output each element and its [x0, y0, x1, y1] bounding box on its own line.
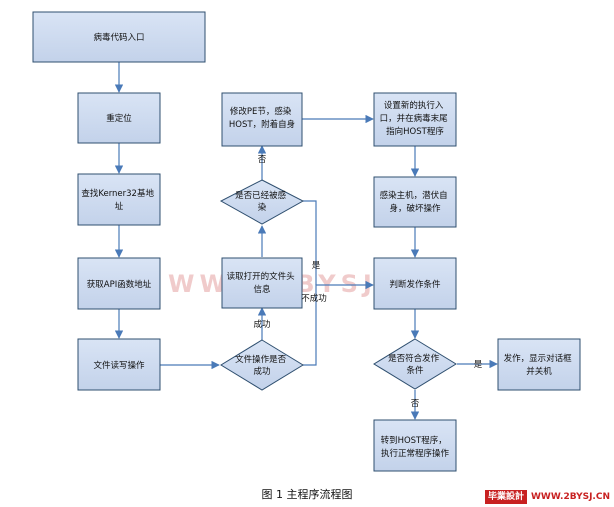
- node-meets-condition: [373, 338, 457, 390]
- node-judge-condition: [373, 257, 457, 310]
- edge-label-success: 成功: [253, 319, 270, 330]
- label-file-op-success: 文件操作是否 成功: [235, 354, 289, 377]
- label-judge-condition: 判断发作条件: [389, 279, 441, 290]
- watermark-logo: 毕業設計: [484, 490, 527, 504]
- node-find-kernel: [77, 173, 161, 226]
- label-virus-entry: 病毒代码入口: [93, 32, 144, 43]
- edge-label-no-check: 否: [258, 155, 267, 165]
- edge-label-not-success: 不成功: [301, 293, 327, 304]
- watermark-url: WWW.2BYSJ.CN: [530, 492, 610, 502]
- label-trigger: 发作，显示对话框 并关机: [504, 353, 575, 377]
- edge-check-yes: [303, 200, 317, 285]
- node-set-entry: [373, 92, 457, 147]
- edge-label-yes-check: 是: [312, 261, 321, 271]
- watermark-corner: 毕業設計 WWW.2BYSJ.CN: [484, 490, 610, 504]
- node-get-api: [77, 257, 161, 310]
- label-meets-condition: 是否符合发作 条件: [388, 353, 442, 376]
- edge-label-no-goto: 否: [411, 399, 420, 409]
- label-set-entry: 设置新的执行入 口，并在病毒末尾 指向HOST程序: [380, 100, 451, 137]
- node-modify-pe: [221, 92, 303, 147]
- node-virus-entry: [32, 11, 206, 63]
- node-file-rw: [77, 338, 161, 391]
- label-get-api: 获取API函数地址: [87, 279, 152, 290]
- label-goto-host: 转到HOST程序， 执行正常程序操作: [381, 435, 450, 459]
- label-modify-pe: 修改PE节，感染 HOST，附着自身: [229, 106, 295, 130]
- node-read-header: [221, 257, 303, 309]
- node-file-op-success: [220, 339, 304, 391]
- label-infect-host: 感染主机，潜伏自 身，破坏操作: [380, 190, 451, 214]
- edge-label-yes-trigger: 是: [474, 360, 483, 370]
- node-infect-host: [373, 176, 457, 228]
- node-trigger: [497, 338, 581, 391]
- label-find-kernel: 查找Kerner32基地 址: [81, 188, 156, 212]
- label-file-rw: 文件读写操作: [93, 360, 145, 371]
- node-goto-host: [373, 419, 457, 472]
- label-relocate: 重定位: [106, 113, 132, 124]
- figure-caption: 图 1 主程序流程图: [261, 488, 353, 501]
- label-read-header: 读取打开的文件头 信息: [227, 271, 298, 295]
- label-infected-check: 是否已经被感 染: [235, 190, 289, 213]
- node-relocate: [77, 92, 161, 144]
- edge-fileop-not-success: [303, 280, 374, 366]
- node-infected-check: [219, 179, 305, 225]
